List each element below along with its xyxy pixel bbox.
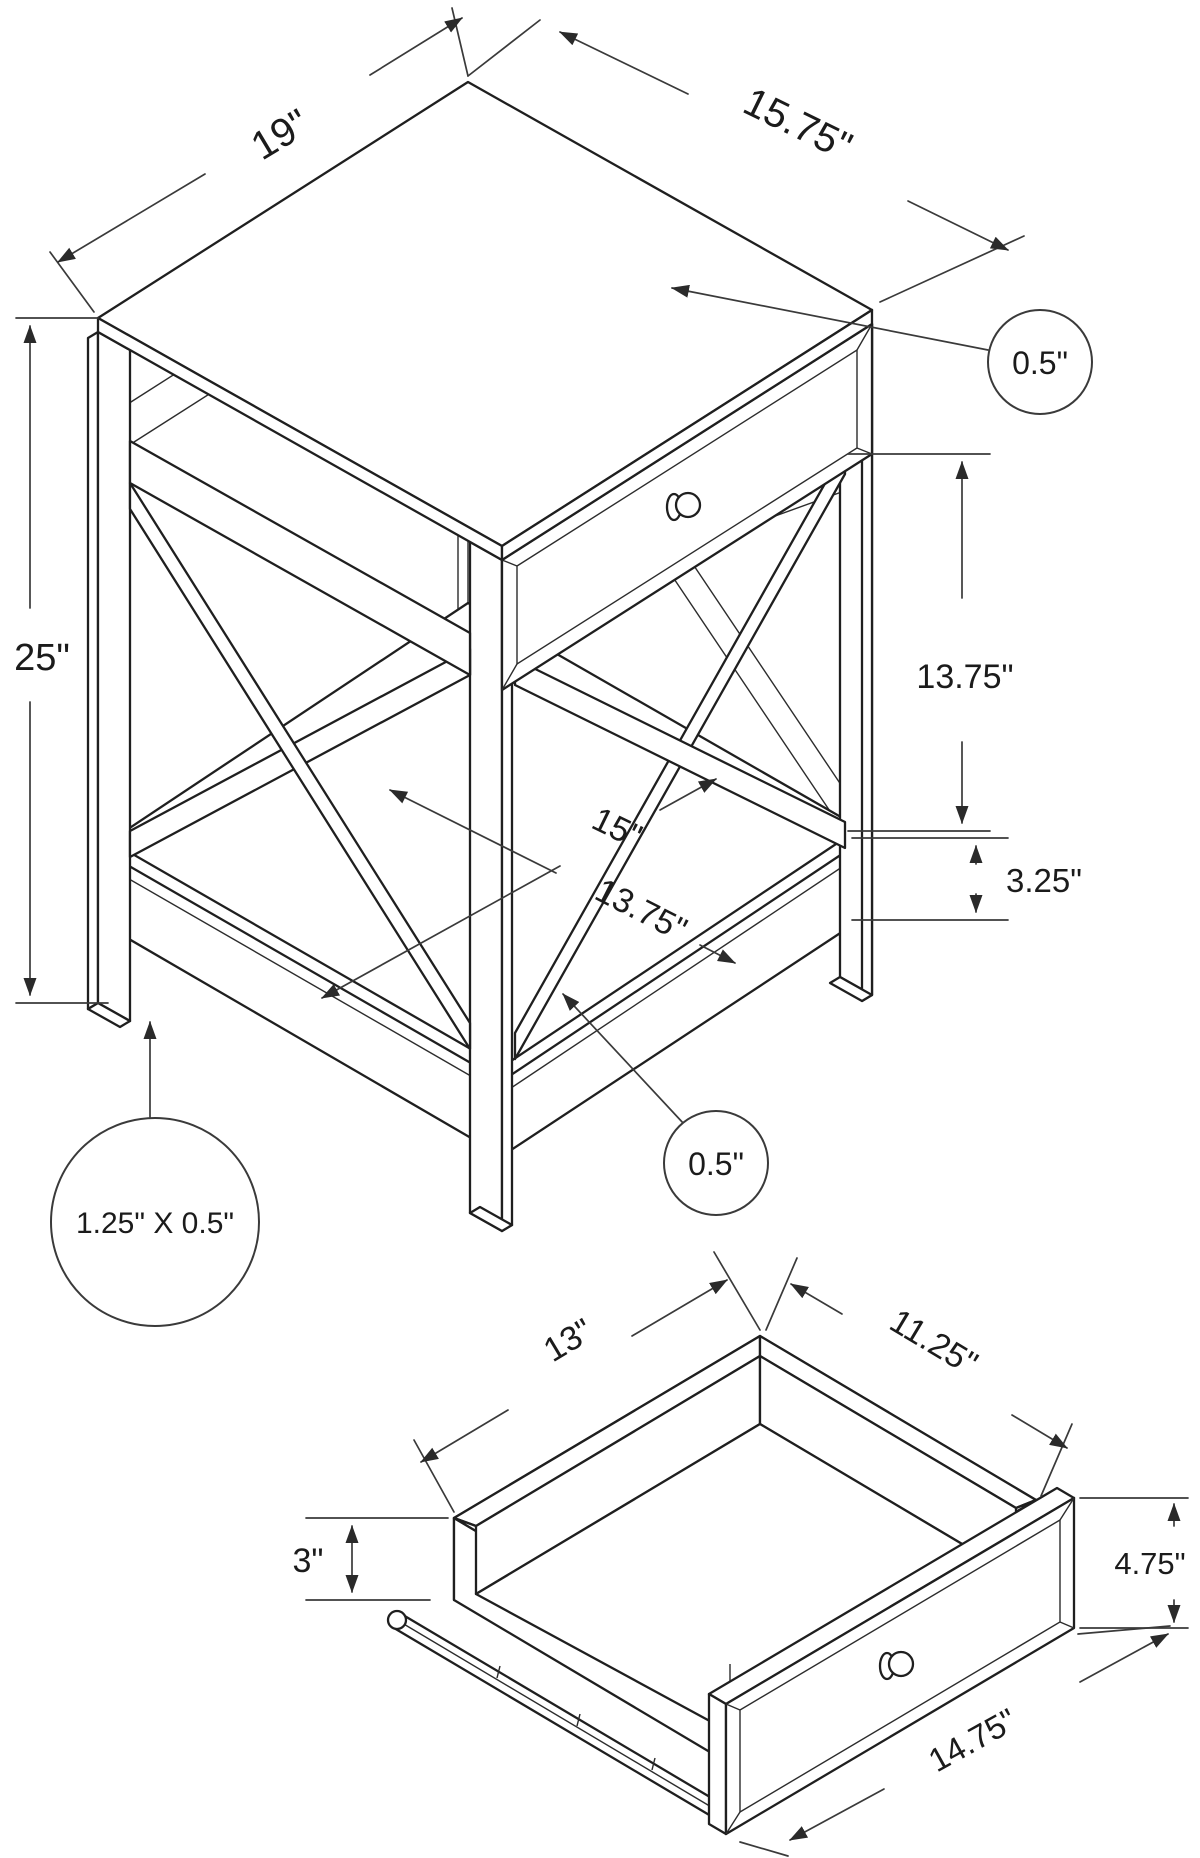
callout-top-thickness: 0.5" [671, 284, 1093, 415]
dim-overall-height-label: 25" [14, 637, 70, 679]
x-brace-left [128, 481, 472, 1051]
drawer-interior [474, 1354, 1018, 1734]
callout-leg-profile: 1.25" X 0.5" [50, 1021, 260, 1327]
drawer-knob [665, 491, 702, 522]
drawer-front-panel [707, 1486, 1076, 1836]
dim-top-thickness-label: 0.5" [1012, 345, 1068, 381]
drawer-detail-knob [878, 1650, 915, 1681]
dim-drawer-side-height: 3" [293, 1517, 449, 1601]
dim-drawer-front-width-label: 14.75" [922, 1701, 1022, 1779]
dim-drawer-to-shelf: 13.75" [847, 453, 1014, 832]
dim-leg-profile-label: 1.25" X 0.5" [76, 1207, 234, 1240]
balloon-leg-profile [50, 1117, 260, 1327]
dim-top-width-label: 15.75" [737, 79, 859, 169]
balloon-shelf-thickness [663, 1110, 769, 1216]
dim-drawer-to-shelf-label: 13.75" [916, 658, 1013, 696]
table-dimensions: 19" 15.75" 0.5" 25" [14, 7, 1093, 1327]
dim-drawer-depth-label: 11.25" [883, 1302, 984, 1383]
x-brace-right [513, 446, 847, 1061]
dim-shelf-thickness-label: 0.5" [688, 1146, 744, 1182]
dim-drawer-side-height-label: 3" [293, 1542, 324, 1580]
dim-shelf-frame: 3.25" [851, 837, 1082, 921]
tabletop [96, 80, 874, 562]
dim-overall-height: 25" [14, 317, 109, 1004]
dim-top-depth-label: 19" [244, 101, 317, 169]
dim-shelf-frame-label: 3.25" [1006, 862, 1082, 899]
dim-drawer-width-label: 13" [537, 1311, 599, 1369]
callout-shelf-thickness: 0.5" [562, 993, 769, 1216]
left-rail [128, 439, 472, 677]
dim-drawer-front-height-label: 4.75" [1114, 1546, 1185, 1581]
table-drawing [86, 80, 874, 1233]
drawer-drawing [386, 1334, 1076, 1836]
dim-drawer-front-height: 4.75" [1079, 1497, 1189, 1629]
drawer-slide-rail [386, 1609, 722, 1821]
balloon-top-thickness [987, 309, 1093, 415]
